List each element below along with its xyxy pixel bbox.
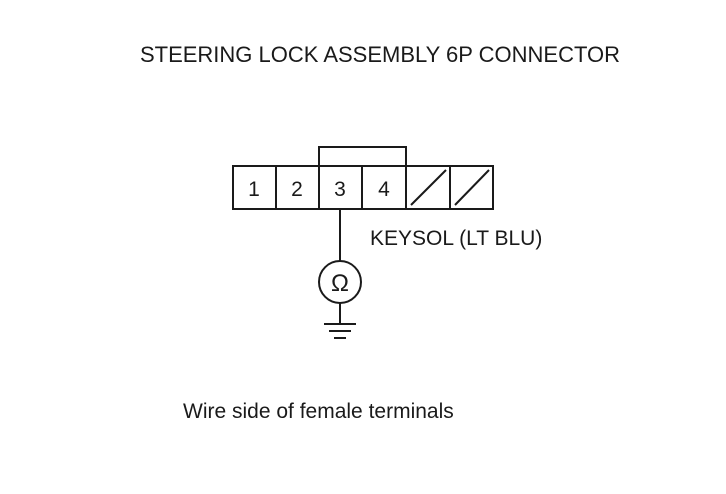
diagram-title: STEERING LOCK ASSEMBLY 6P CONNECTOR [140,42,620,67]
unused-cavity-6 [454,169,490,206]
diagram-caption: Wire side of female terminals [183,400,454,423]
pin-label-3: 3 [334,178,346,201]
pin-label-2: 2 [291,178,303,201]
ground-icon [324,323,356,339]
wire-label: KEYSOL (LT BLU) [370,227,542,250]
ohm-icon: Ω [331,270,349,297]
unused-cavity-5 [410,169,447,206]
connector-lock-tab [318,146,407,167]
pin-label-1: 1 [248,178,260,201]
pin-label-4: 4 [378,178,390,201]
